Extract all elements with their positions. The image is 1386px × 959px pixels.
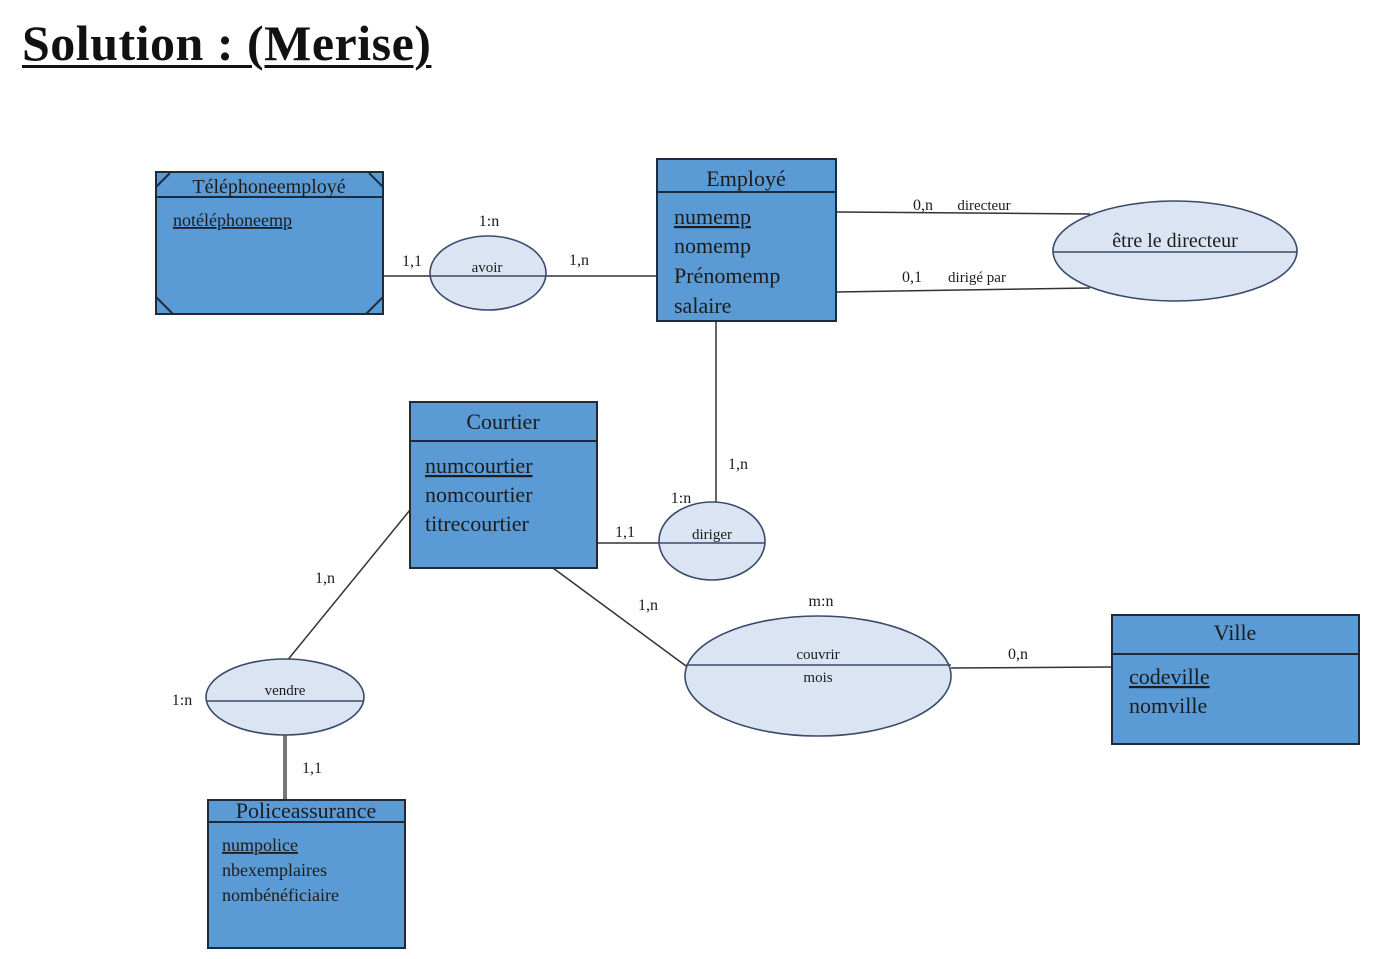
link-courtier-vendre (285, 509, 411, 663)
attr-codeville: codeville (1129, 664, 1210, 689)
entity-name-ville: Ville (1214, 620, 1257, 645)
card-police-vendre: 1,1 (302, 760, 322, 777)
attr-notelephoneemp: notéléphoneemp (173, 210, 292, 230)
association-etre-directeur: être le directeur (1052, 200, 1298, 302)
entity-telephoneemploye: Téléphoneemployé notéléphoneemp (155, 171, 384, 315)
association-avoir: avoir 1:n (429, 213, 547, 311)
attr-numemp: numemp (674, 204, 751, 229)
assoc-name-vendre: vendre (265, 683, 306, 699)
assoc-name-couvrir: couvrir (796, 647, 839, 663)
assoc-name-diriger: diriger (692, 527, 732, 543)
entity-name-police: Policeassurance (236, 798, 377, 823)
link-couvrir-ville (950, 666, 1113, 669)
entity-name-employe: Employé (706, 166, 785, 191)
attr-nomemp: nomemp (674, 233, 751, 258)
card-ville-couvrir: 0,n (1008, 646, 1028, 663)
role-dirige-par: dirigé par (948, 270, 1006, 286)
card-courtier-diriger: 1,1 (615, 524, 635, 541)
assoc-name-avoir: avoir (472, 260, 503, 276)
assoc-name-etre-directeur: être le directeur (1112, 230, 1238, 252)
attr-nombeneficiaire: nombénéficiaire (222, 885, 339, 905)
card-emp-diriger: 1,n (728, 456, 748, 473)
assoc-attr-mois: mois (803, 670, 832, 686)
attr-nomville: nomville (1129, 693, 1207, 718)
card-emp-directeur: 0,n (913, 197, 933, 214)
attr-nbexemplaires: nbexemplaires (222, 860, 327, 880)
attr-numpolice: numpolice (222, 835, 298, 855)
entity-employe: Employé numemp nomemp Prénomemp salaire (656, 158, 837, 322)
entity-policeassurance: Policeassurance numpolice nbexemplaires … (207, 798, 406, 949)
entity-name-telephone: Téléphoneemployé (192, 176, 345, 198)
link-courtier-couvrir (552, 567, 687, 667)
card-tel-avoir: 1,1 (402, 253, 422, 270)
association-vendre: vendre 1:n (172, 658, 365, 736)
card-courtier-vendre: 1,n (315, 570, 335, 587)
entity-ville: Ville codeville nomville (1111, 614, 1360, 745)
entity-name-courtier: Courtier (466, 409, 540, 434)
association-diriger: diriger 1:n (658, 490, 766, 581)
association-couvrir: couvrir mois m:n (684, 593, 952, 737)
card-emp-avoir: 1,n (569, 252, 589, 269)
attr-nomcourtier: nomcourtier (425, 482, 533, 507)
assoc-type-vendre: 1:n (172, 692, 192, 709)
card-courtier-couvrir: 1,n (638, 597, 658, 614)
card-emp-dirige: 0,1 (902, 269, 922, 286)
link-employe-dirige (835, 287, 1091, 293)
attr-numcourtier: numcourtier (425, 453, 533, 478)
page-title: Solution : (Merise) (22, 15, 432, 71)
link-employe-directeur (835, 211, 1091, 215)
assoc-type-diriger: 1:n (671, 490, 691, 507)
assoc-type-avoir: 1:n (479, 213, 499, 230)
role-directeur: directeur (957, 198, 1010, 214)
attr-titrecourtier: titrecourtier (425, 511, 530, 536)
assoc-type-couvrir: m:n (809, 593, 834, 610)
attr-prenomemp: Prénomemp (674, 263, 780, 288)
attr-salaire: salaire (674, 293, 731, 318)
entity-courtier: Courtier numcourtier nomcourtier titreco… (409, 401, 598, 569)
